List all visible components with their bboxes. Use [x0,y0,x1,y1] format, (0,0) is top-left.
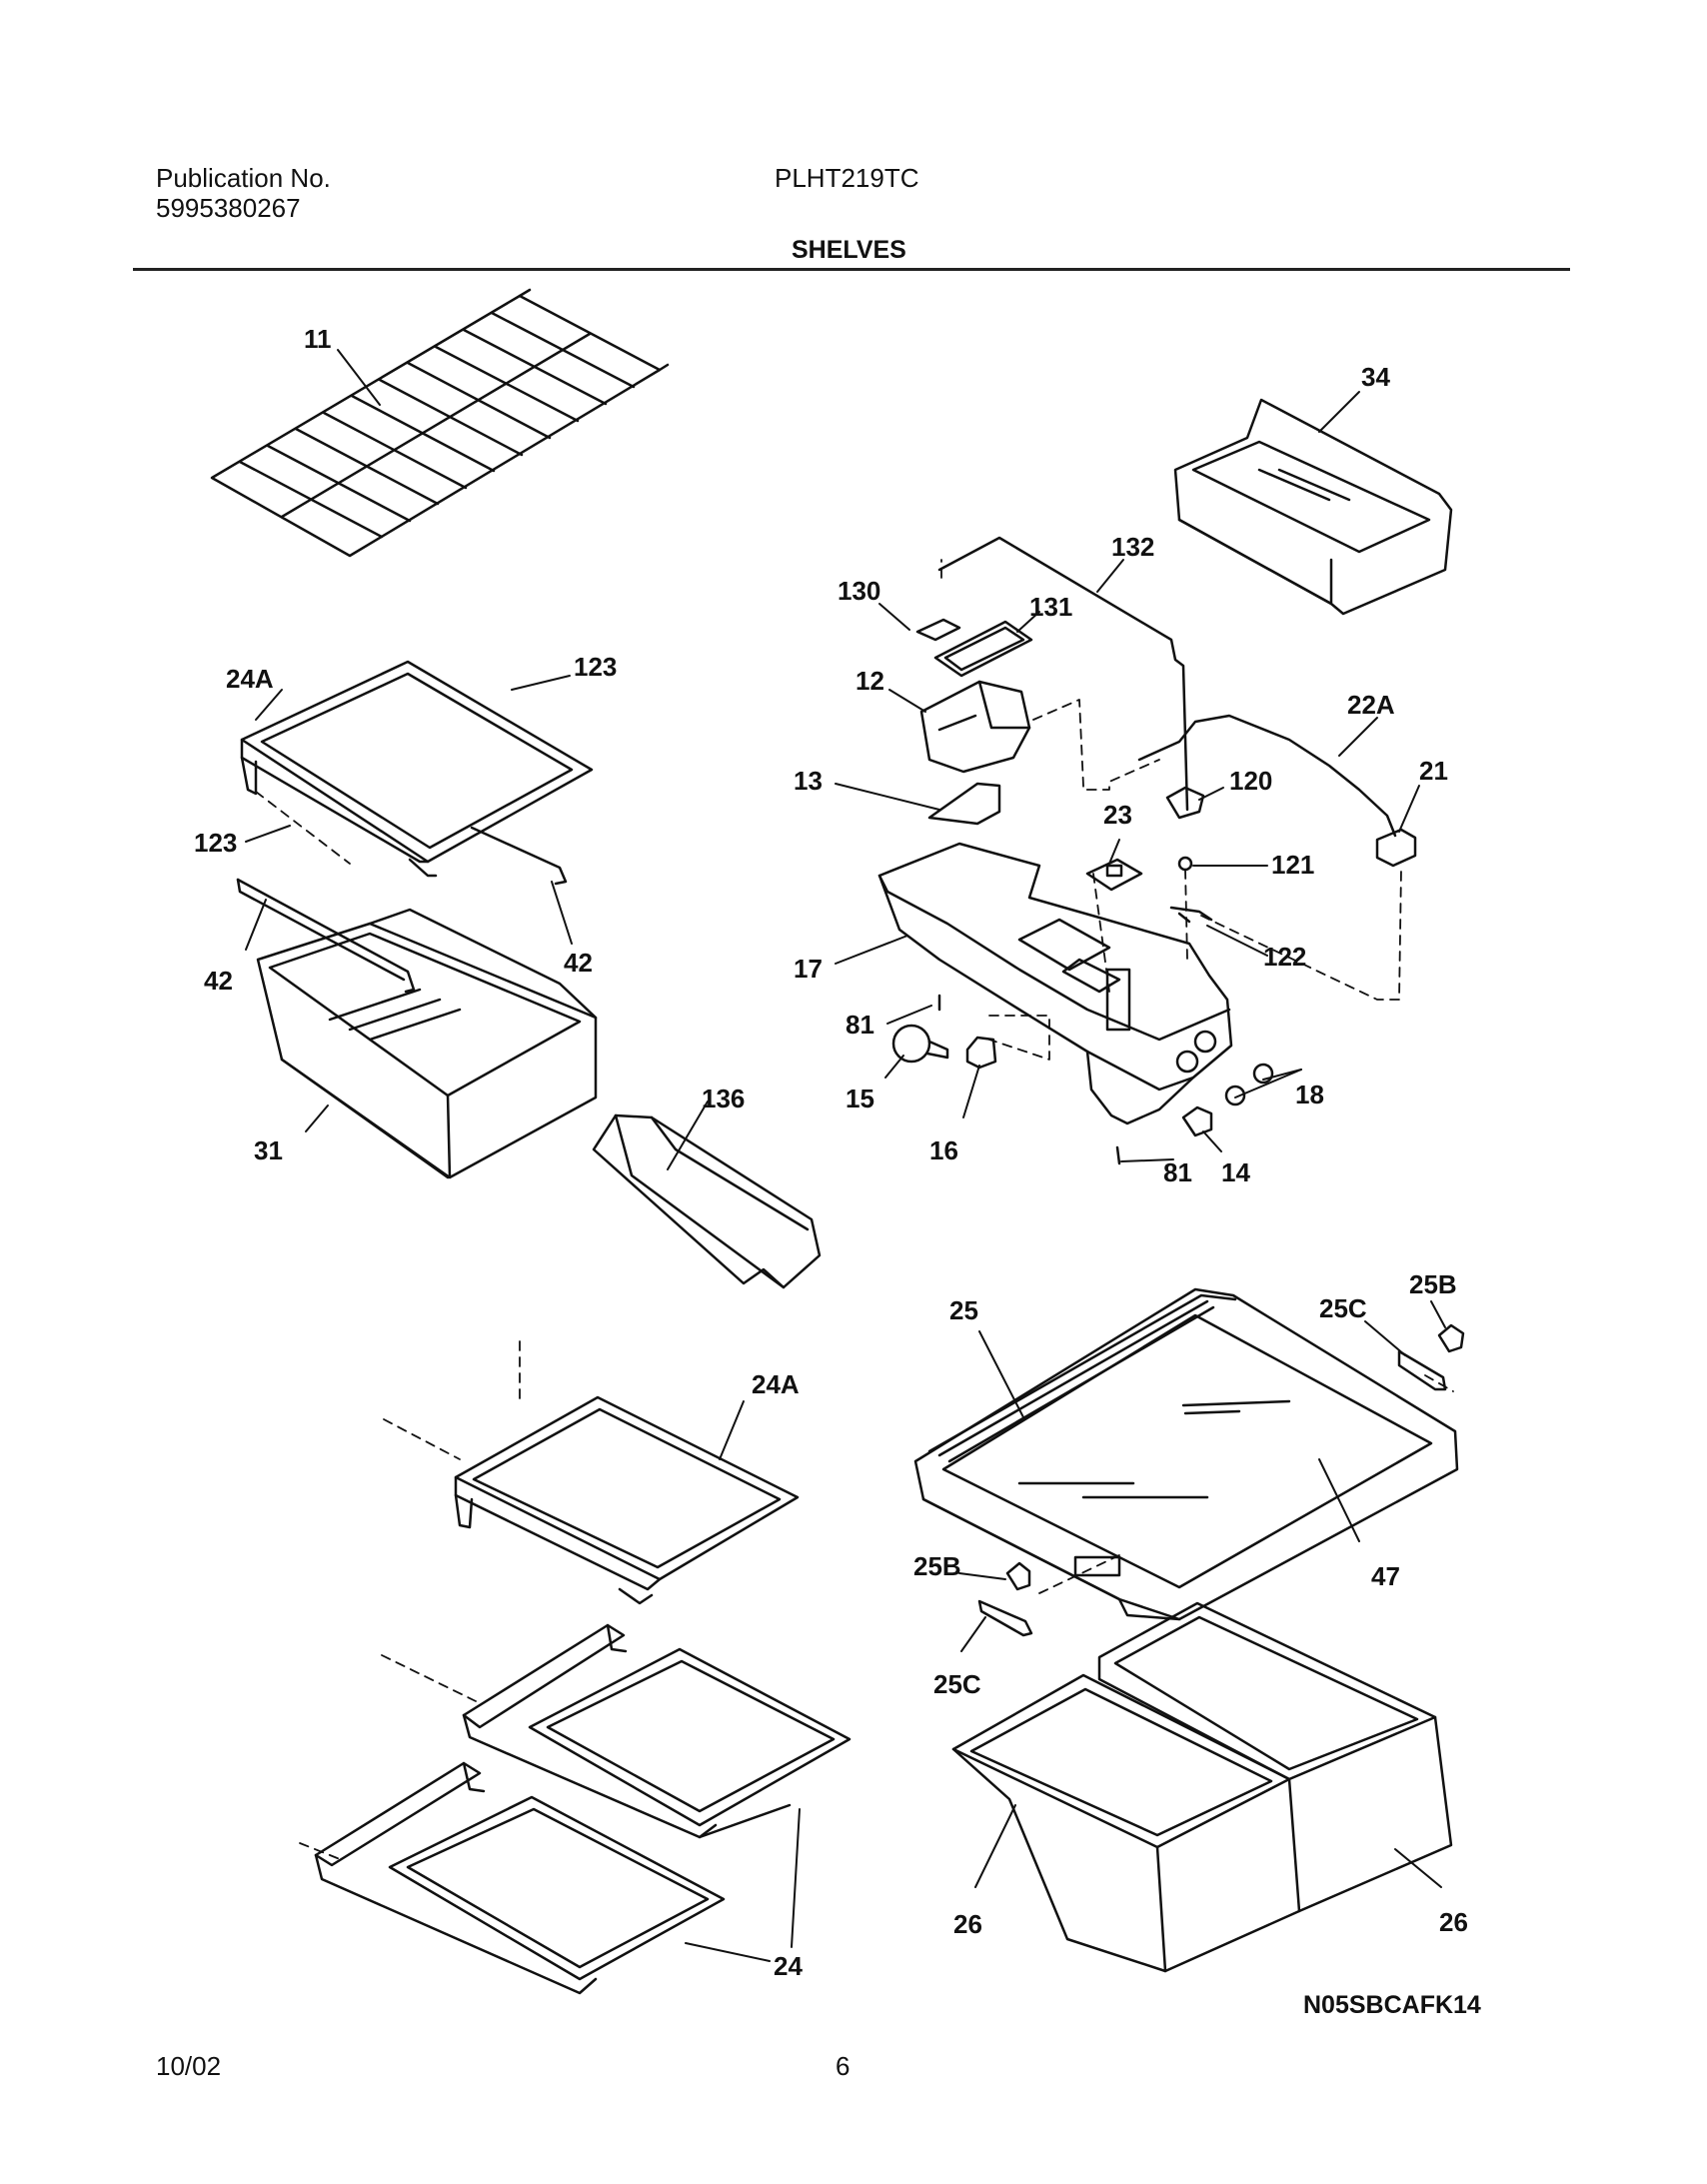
lens-131 [933,620,1033,678]
crisper-bin-34 [1173,398,1453,616]
knob-18b [1252,1063,1274,1085]
label-13: 13 [794,766,823,796]
bracket-25c-top [1397,1349,1447,1391]
bracket-42 [236,878,416,994]
leader-lines [245,349,1446,1962]
harness-22a [1137,714,1397,838]
label-42-right: 42 [564,948,593,978]
header-rule [133,268,1570,271]
glass-shelf-24a-bottom [454,1395,800,1605]
switch-21 [1375,828,1417,868]
knob-18a [1224,1085,1246,1106]
model-number: PLHT219TC [775,163,919,193]
crisper-drawer-26-left [951,1673,1301,1973]
screw-121 [1177,856,1193,872]
diffuser-13 [927,782,1001,826]
crisper-drawer-26-right [1097,1601,1453,1913]
label-24: 24 [774,1951,803,1981]
label-31: 31 [254,1135,283,1165]
screw-81-bottom [1115,1145,1121,1165]
slideout-shelf-24-upper [462,1623,852,1839]
drawing-code: N05SBCAFK14 [1303,1991,1481,2019]
switch-14 [1181,1105,1213,1137]
label-25c-bottom: 25C [933,1669,981,1699]
publication-date: 10/02 [156,2051,222,2081]
control-23 [1085,858,1143,892]
label-23: 23 [1103,800,1132,830]
page-number: 6 [836,2051,851,2081]
label-42-left: 42 [204,966,233,996]
label-25c-top: 25C [1319,1293,1367,1323]
label-81-bottom: 81 [1163,1157,1192,1187]
label-22a: 22A [1347,690,1395,720]
label-21: 21 [1419,756,1448,786]
clip-120 [1165,786,1205,820]
section-title: SHELVES [792,236,906,264]
label-11: 11 [304,324,332,354]
label-136: 136 [702,1084,745,1113]
label-34: 34 [1361,362,1390,392]
label-81-top: 81 [846,1010,874,1040]
light-shield-12 [919,680,1031,774]
label-15: 15 [846,1084,874,1113]
label-14: 14 [1221,1157,1250,1187]
guide-lines [255,559,1454,1860]
socket-16 [965,1036,997,1070]
label-17: 17 [794,954,823,984]
label-25b-top: 25B [1409,1269,1457,1299]
label-121: 121 [1271,850,1314,880]
label-24a-bottom: 24A [752,1369,800,1399]
label-25: 25 [949,1295,978,1325]
publication-number: 5995380267 [156,193,301,223]
label-12: 12 [855,666,884,696]
label-25b-bottom: 25B [913,1551,961,1581]
label-18: 18 [1295,1080,1324,1109]
label-123-left: 123 [194,828,237,858]
lever-122 [1169,906,1213,924]
publication-label: Publication No. [156,163,331,193]
label-47: 47 [1371,1561,1400,1591]
label-123-top: 123 [574,652,617,682]
light-housing-17 [877,842,1233,1125]
label-26-right: 26 [1439,1907,1468,1937]
glass-shelf-24a-top [240,660,594,886]
label-24a-top: 24A [226,664,274,694]
label-130: 130 [838,576,880,606]
shelf-25 [913,1287,1459,1621]
bulb-15 [891,1024,949,1064]
cap-25b-top [1437,1323,1465,1353]
label-131: 131 [1029,592,1072,622]
part-labels: 11 34 132 130 131 24A 123 12 22A 21 13 1… [194,324,1468,1981]
label-16: 16 [929,1135,958,1165]
crisper-cover-136 [592,1113,822,1289]
harness-132 [937,536,1189,812]
label-120: 120 [1229,766,1272,796]
label-132: 132 [1111,532,1154,562]
slideout-shelf-24-lower [314,1761,726,1995]
label-122: 122 [1263,942,1306,972]
cap-25b-bottom [1005,1561,1031,1591]
label-26-left: 26 [953,1909,982,1939]
wire-shelf-11 [210,288,670,558]
bracket-130 [915,618,961,642]
crisper-drawer-31 [256,908,598,1179]
bracket-25c-bottom [977,1599,1033,1637]
